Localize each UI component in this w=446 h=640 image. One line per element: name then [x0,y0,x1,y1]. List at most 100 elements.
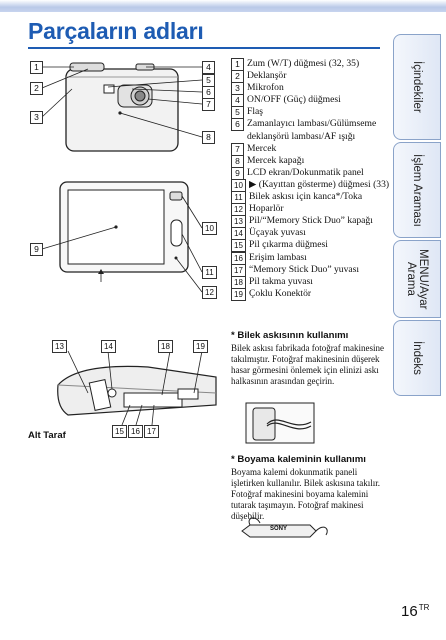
part-number-17: 17 [231,263,246,277]
bottom-side-label: Alt Taraf [28,430,66,441]
stylus-brand: SONY [270,526,288,532]
callout-17: 17 [144,425,159,438]
part-text-9: LCD ekran/Dokunmatik panel [247,166,364,178]
callout-16: 16 [128,425,143,438]
page-number: 16TR [401,603,429,620]
pen-note-title: * Boyama kaleminin kullanımı [231,454,366,465]
callout-7: 7 [202,98,215,111]
tab-index-label: İndeks [411,341,423,375]
part-text-15: Pil çıkarma düğmesi [249,239,328,251]
callout-18: 18 [158,340,173,353]
part-number-1: 1 [231,58,244,71]
part-item-10: 10▶ (Kayıttan gösterme) düğmesi (33) [231,178,391,192]
part-number-12: 12 [231,203,246,217]
camera-front-figure: 1 2 3 4 5 6 7 8 [28,55,228,210]
callout-2: 2 [30,82,43,95]
stylus-illustration: SONY [240,513,332,543]
tab-menu-settings-search-label: MENU/Ayar Arama [405,248,429,310]
part-number-10: 10 [231,178,246,192]
strap-note-body: Bilek askısı fabrikada fotoğraf makinesi… [231,343,384,386]
callout-14: 14 [101,340,116,353]
page-number-suffix: TR [418,603,430,612]
part-number-6: 6 [231,118,244,132]
callout-1: 1 [30,61,43,74]
part-number-4: 4 [231,94,244,108]
part-number-7: 7 [231,142,244,156]
part-text-11: Bilek askısı için kanca*/Toka [249,191,363,203]
part-number-18: 18 [231,275,246,289]
strap-illustration [245,402,315,444]
callout-10: 10 [202,222,217,235]
tab-contents-label: İçindekiler [411,61,423,113]
tab-menu-settings-search[interactable]: MENU/Ayar Arama [393,240,441,318]
part-text-19: Çoklu Konektör [249,287,312,299]
callout-19: 19 [193,340,208,353]
part-number-5: 5 [231,106,244,120]
part-text-12: Hoparlör [249,203,284,215]
part-text-7: Mercek [247,142,277,154]
part-number-3: 3 [231,82,244,96]
part-text-4: ON/OFF (Güç) düğmesi [247,94,341,106]
strap-note-title: * Bilek askısının kullanımı [231,330,349,341]
part-text-14: Üçayak yuvası [249,227,306,239]
callout-13: 13 [52,340,67,353]
callout-5: 5 [202,74,215,87]
part-number-8: 8 [231,154,244,168]
callout-3: 3 [30,111,43,124]
part-number-11: 11 [231,191,246,205]
callout-4: 4 [202,61,215,74]
part-text-18: Pil takma yuvası [249,275,313,287]
part-text-6: Zamanlayıcı lambası/Gülümseme deklanşörü… [247,118,377,142]
tab-index[interactable]: İndeks [393,320,441,396]
camera-bottom-figure: 13 14 18 19 15 16 17 Alt Taraf [28,337,228,447]
tab-operation-search-label: İşlem Araması [411,153,423,227]
part-text-8: Mercek kapağı [247,154,305,166]
tab-operation-search[interactable]: İşlem Araması [393,142,441,238]
part-text-5: Flaş [247,106,263,118]
pen-note-body: Boyama kalemi dokunmatik paneli işletirk… [231,467,380,521]
part-item-17: 17“Memory Stick Duo” yuvası [231,263,391,277]
header-bar [0,0,446,12]
camera-back-figure: 9 10 11 12 [28,178,228,299]
part-text-1: Zum (W/T) düğmesi (32, 35) [247,58,360,69]
camera-back-drawing [41,181,203,293]
tab-contents[interactable]: İçindekiler [393,34,441,140]
part-number-19: 19 [231,287,246,301]
part-number-13: 13 [231,215,246,229]
part-text-17: “Memory Stick Duo” yuvası [249,263,360,275]
page-title: Parçaların adları [28,18,204,44]
part-text-3: Mikrofon [247,82,284,94]
part-number-16: 16 [231,251,246,265]
camera-bottom-drawing [57,350,217,426]
part-number-9: 9 [231,166,244,180]
part-number-15: 15 [231,239,246,253]
page-number-value: 16 [401,603,418,620]
part-text-10: ▶ (Kayıttan gösterme) düğmesi (33) [249,178,390,190]
callout-9: 9 [30,243,43,256]
part-number-14: 14 [231,227,246,241]
callout-11: 11 [202,266,217,279]
part-text-2: Deklanşör [247,70,287,82]
title-underline [28,47,380,49]
callout-15: 15 [112,425,127,438]
part-number-2: 2 [231,70,244,84]
callout-12: 12 [202,286,217,299]
part-text-16: Erişim lambası [249,251,307,263]
